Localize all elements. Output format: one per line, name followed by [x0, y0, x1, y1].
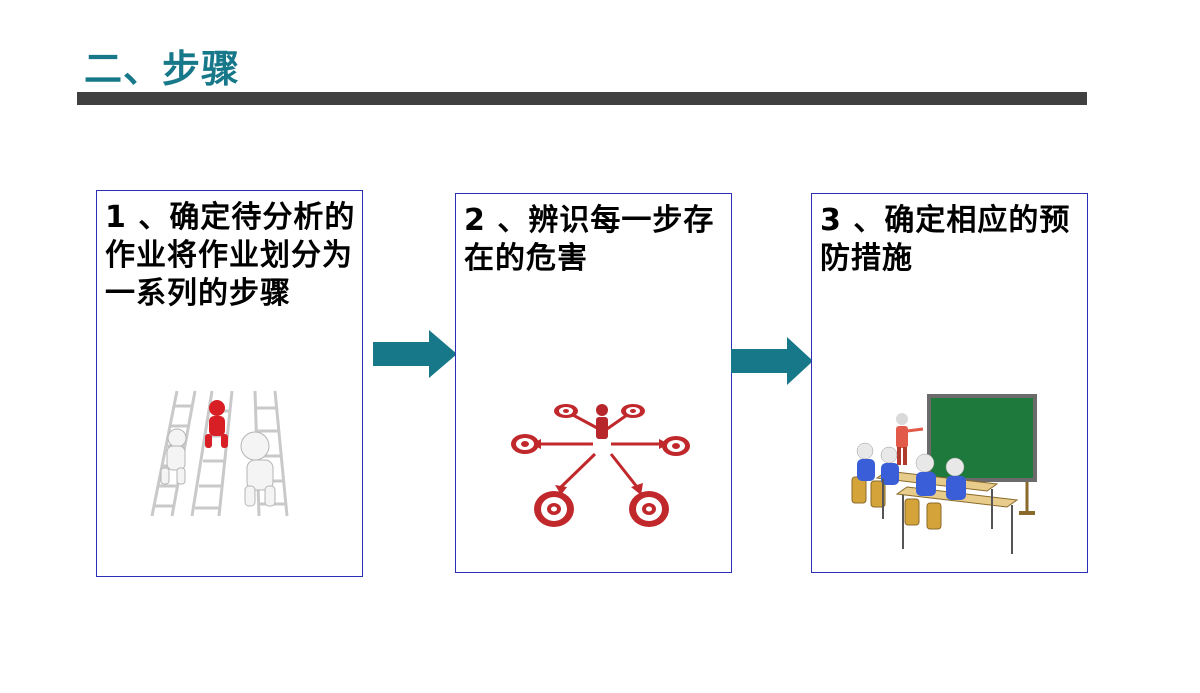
step-2-text: 2 、辨识每一步存在的危害: [464, 203, 715, 276]
step-2-box: 2 、辨识每一步存在的危害: [455, 193, 732, 573]
step-1-text: 1 、确定待分析的作业将作业划分为一系列的步骤: [105, 200, 356, 311]
classroom-illustration: [851, 394, 1037, 554]
targets-illustration: [511, 404, 690, 527]
slide-title: 二、步骤: [84, 47, 241, 91]
arrow-right-icon: [373, 330, 457, 378]
ladders-illustration: [150, 390, 289, 517]
arrow-right-icon: [731, 337, 813, 385]
step-3-text: 3 、确定相应的预防措施: [820, 203, 1071, 276]
step-1-box: 1 、确定待分析的作业将作业划分为一系列的步骤: [96, 190, 363, 577]
step-3-box: 3 、确定相应的预防措施: [811, 193, 1088, 573]
title-divider: [77, 92, 1087, 105]
